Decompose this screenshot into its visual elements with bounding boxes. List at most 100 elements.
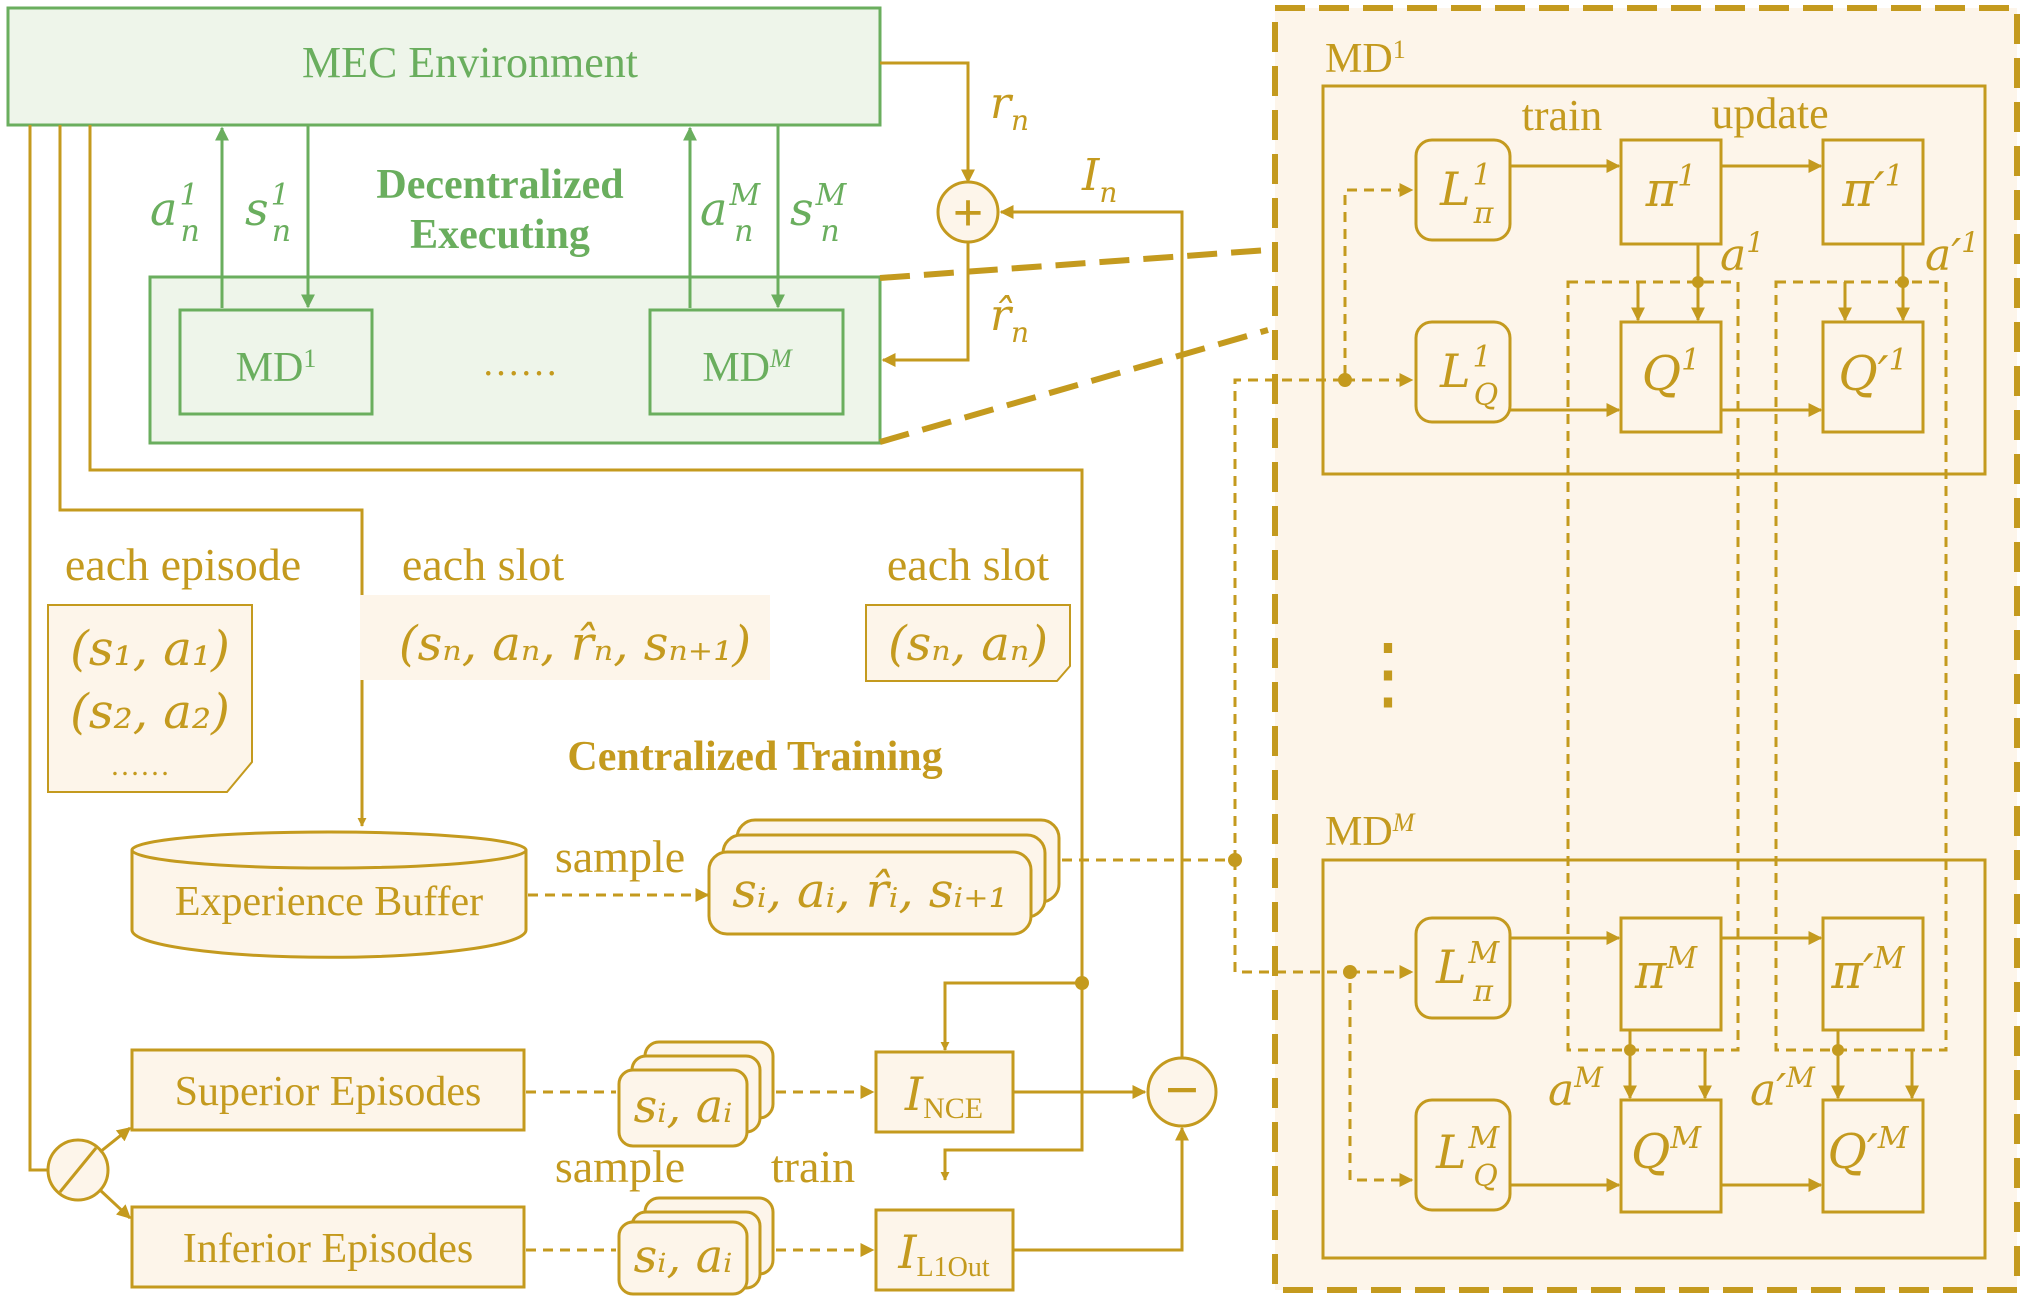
joint-action-dashed-box (1566, 280, 1740, 1052)
device-md1-box (178, 308, 374, 416)
episode-line-2: (s₂, a₂) (70, 684, 230, 740)
zoom-line-top (879, 247, 1269, 281)
episode-line-3: …… (110, 749, 170, 782)
device-mdm-box (648, 308, 845, 416)
md1-q-target-label: Q′1 (1838, 343, 1907, 402)
mec-environment-box (6, 6, 882, 127)
mdm-q-target-box (1821, 1098, 1925, 1214)
selector-to-superior (99, 1126, 132, 1154)
slot-note-2 (865, 604, 1071, 682)
md1-pi-box (1619, 138, 1723, 246)
i-l1out-box (874, 1208, 1015, 1292)
mdm-q-target-label: Q′M (1828, 1121, 1910, 1180)
mdm-target-action-label: a′M (1750, 1061, 1816, 1116)
md1-q-box (1619, 320, 1723, 434)
experience-buffer-cylinder (130, 850, 528, 959)
device-ellipsis: …… (482, 342, 558, 384)
mdm-pi-box (1619, 916, 1723, 1032)
mdm-pi-target-label: π′M (1830, 941, 1905, 1000)
agent-mdm-title: MDM (1325, 808, 1416, 856)
zoom-line-bottom (879, 327, 1269, 445)
md1-pi-label: π1 (1645, 159, 1697, 218)
batch-card-front (707, 850, 1033, 936)
selector-to-inferior (98, 1188, 132, 1220)
i-nce-box (874, 1050, 1015, 1134)
md1-pi-target-box (1821, 138, 1925, 246)
each-slot-label-2: each slot (887, 539, 1049, 590)
label-r-n: rn (990, 78, 1029, 137)
i-l1out-label: IL1Out (897, 1225, 989, 1283)
superior-episodes-box (130, 1048, 526, 1132)
batch-tuple: sᵢ, aᵢ, r̂ᵢ, sᵢ₊₁ (732, 863, 1008, 919)
md1-pi-target-label: π′1 (1841, 159, 1904, 218)
sample-junction-dot (1228, 853, 1242, 867)
memory-notes-group: each episode (s₁, a₁) (s₂, a₂) …… each s… (47, 539, 1071, 793)
episode-note (47, 604, 253, 793)
centralized-training-group: Centralized Training Experience Buffer s… (46, 734, 1235, 1296)
md1-q-label: Q1 (1642, 343, 1700, 402)
mdm-q-label: QM (1631, 1121, 1702, 1180)
mdm-pi-label: πM (1634, 941, 1699, 1000)
i-nce-label: INCE (904, 1067, 983, 1125)
minus-symbol: − (1165, 1057, 1199, 1123)
experience-buffer-top (130, 830, 528, 870)
experience-buffer-label: Experience Buffer (175, 879, 483, 925)
sample-label-1: sample (555, 831, 685, 882)
mdm-l-q-box (1414, 1098, 1512, 1212)
agents-vertical-ellipsis: ⋮ (1348, 630, 1428, 718)
mdm-l-pi-box (1414, 916, 1512, 1020)
md1-sample-dot (1338, 373, 1352, 387)
mdm-q-box (1619, 1098, 1723, 1214)
md1-action-label: a1 (1720, 226, 1764, 281)
md1-train-label: train (1522, 91, 1603, 140)
md1-update-label: update (1711, 89, 1828, 138)
centralized-training-title: Centralized Training (567, 734, 942, 780)
train-label-bottom: train (771, 1141, 855, 1192)
minus-circle (1146, 1056, 1218, 1128)
each-episode-label: each episode (65, 539, 301, 590)
mdm-sample-dot (1343, 965, 1357, 979)
slot-tuple-2: (sₙ, aₙ) (888, 616, 1048, 672)
episode-line-1: (s₁, a₁) (70, 621, 230, 677)
plus-circle (936, 180, 1000, 244)
mdm-pi-target-box (1821, 916, 1925, 1032)
slot-tuple-1: (sₙ, aₙ, r̂ₙ, sₙ₊₁) (399, 616, 751, 672)
label-i-n: In (1081, 150, 1117, 209)
reward-line (880, 61, 975, 184)
joint-target-action-dashed-box (1774, 280, 1948, 1052)
slot-note-1 (360, 595, 770, 680)
reward-combiner-group: rn + In r̂n (880, 61, 1184, 1060)
pair-tuple-2: sᵢ, aᵢ (634, 1229, 733, 1283)
l1out-to-minus-line (1013, 1126, 1189, 1252)
label-r-hat-n: r̂n (990, 290, 1029, 349)
md1-l-q-box (1414, 320, 1512, 424)
device-md1-label: MD1 (236, 344, 317, 392)
md1-l-pi-box (1414, 138, 1512, 242)
mdm-action-label: aM (1548, 1061, 1604, 1116)
plus-symbol: + (953, 183, 984, 243)
intrinsic-line (999, 205, 1184, 1060)
mec-environment-label: MEC Environment (302, 38, 638, 87)
reward-hat-line (881, 243, 970, 367)
md1-target-action-label: a′1 (1925, 226, 1979, 281)
device-mdm-label: MDM (702, 344, 793, 392)
episode-selector-needle (58, 1147, 98, 1193)
sample-label-2: sample (555, 1141, 685, 1192)
pair-card-1-front (617, 1068, 749, 1148)
inferior-episodes-label: Inferior Episodes (183, 1226, 473, 1272)
pair-tuple-1: sᵢ, aᵢ (634, 1079, 733, 1133)
pair-card-2-front (617, 1220, 749, 1296)
superior-episodes-label: Superior Episodes (175, 1069, 482, 1115)
agent-md1-title: MD1 (1325, 35, 1406, 83)
md1-q-target-box (1821, 320, 1925, 434)
